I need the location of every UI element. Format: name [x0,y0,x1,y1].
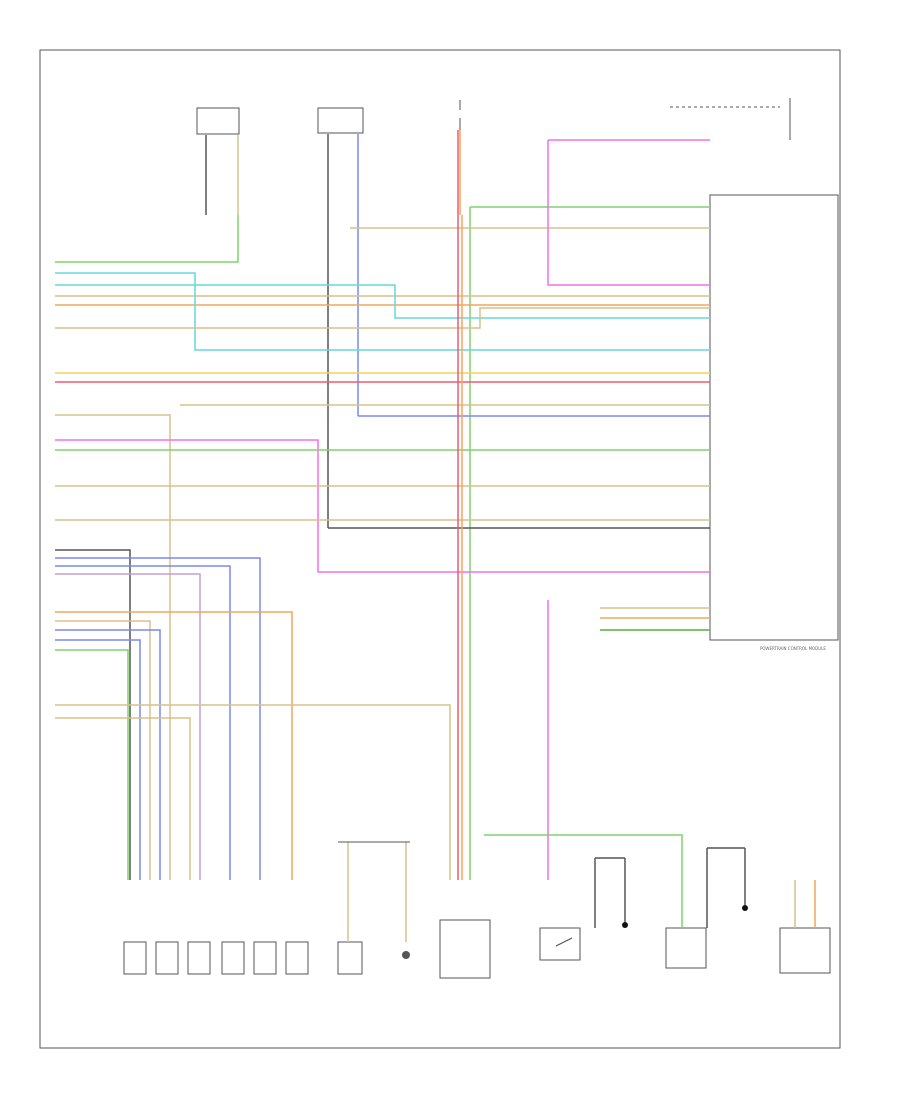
top-center-sensor [317,107,364,528]
wire-cyan [55,284,710,319]
wire-cyan-2 [55,272,710,351]
top-right-connector [670,98,791,140]
module-title: POWERTRAIN CONTROL MODULE [760,646,826,651]
module-connector-bottom [439,919,491,979]
top-left-sensor [196,107,240,215]
left-harness [55,130,463,880]
wire-bundle [55,139,710,880]
transmission-solenoids [123,941,309,975]
wire-green-left [55,215,239,263]
wire-tan-5 [55,414,171,880]
fuel-pump-module [484,834,748,969]
diagram-border [39,49,841,1049]
wire-pink-mid [55,439,710,573]
powertrain-control-module: POWERTRAIN CONTROL MODULE [709,194,839,651]
throttle-switch [539,857,628,961]
wire-tan-3 [55,307,710,329]
cluster [779,880,831,974]
wire-pink-top [547,139,710,286]
wire-green-top [469,206,710,880]
switch-sensors [337,841,410,975]
